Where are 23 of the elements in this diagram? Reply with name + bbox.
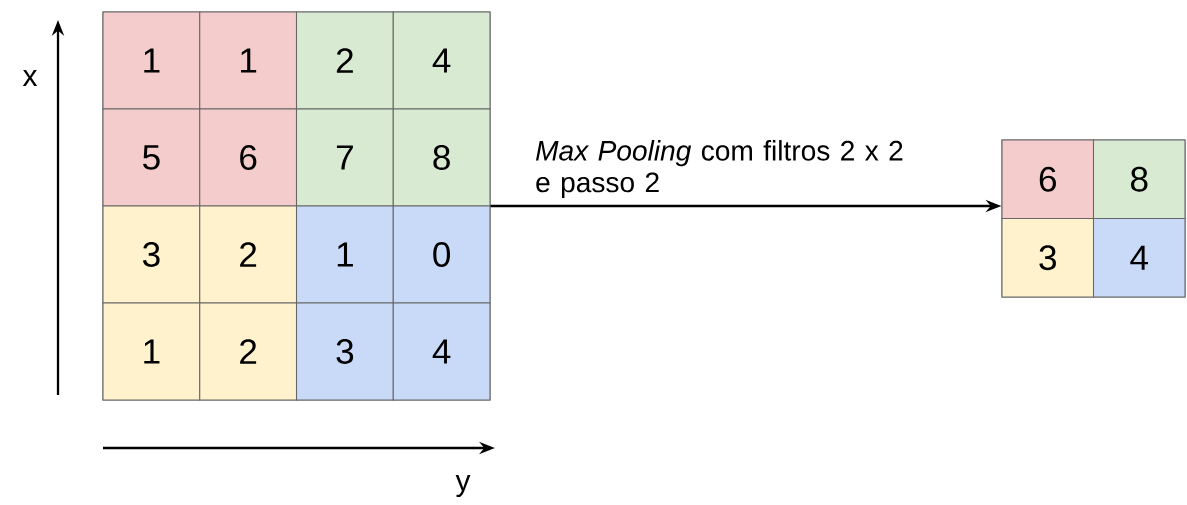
grid-cell: 0: [392, 205, 491, 304]
grid-cell: 4: [392, 302, 491, 401]
grid-cell: 4: [392, 11, 491, 110]
grid-cell: 1: [199, 11, 298, 110]
grid-cell: 8: [392, 108, 491, 207]
grid-cell: 8: [1092, 139, 1186, 220]
grid-cell: 4: [1092, 217, 1186, 298]
grid-cell: 1: [296, 205, 394, 304]
grid-cell: 3: [296, 302, 394, 401]
grid-cell: 6: [199, 108, 298, 207]
axis-label: x: [22, 70, 38, 86]
grid-cell: 2: [199, 205, 298, 304]
axis-label: y: [455, 475, 471, 497]
grid-cell: 7: [296, 108, 394, 207]
grid-cell: 1: [102, 11, 201, 110]
grid-cell: 2: [199, 302, 298, 401]
grid-cell: 6: [1001, 139, 1095, 220]
edge-label: Max Pooling com filtros 2 x 2 e passo 2: [535, 140, 903, 198]
grid-cell: 2: [296, 11, 394, 110]
grid-cell: 3: [1001, 217, 1095, 298]
grid-cell: 3: [102, 205, 201, 304]
grid-cell: 5: [102, 108, 201, 207]
grid-cell: 1: [102, 302, 201, 401]
